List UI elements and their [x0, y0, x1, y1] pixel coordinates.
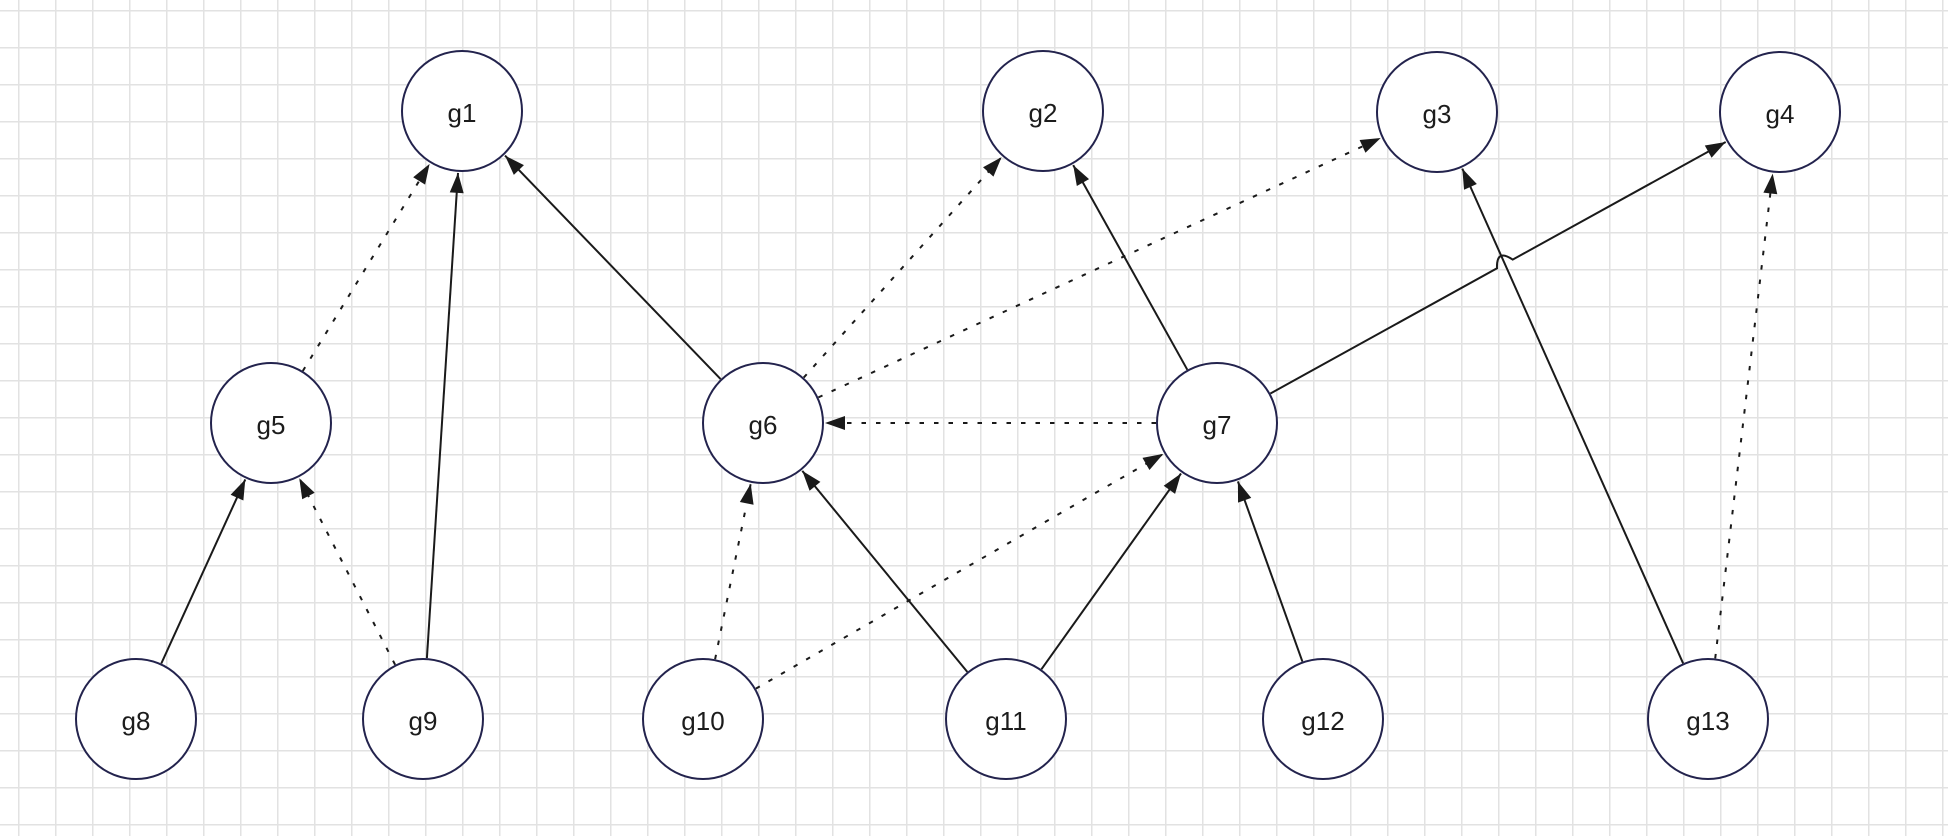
node-g1[interactable]: g1 [401, 50, 523, 172]
edge-g5-g1[interactable] [301, 163, 431, 372]
edges-layer [160, 137, 1778, 690]
node-g5-circle[interactable] [210, 362, 332, 484]
node-g10-label: g10 [681, 706, 724, 736]
node-g2-circle[interactable] [982, 50, 1104, 172]
node-g1-label: g1 [448, 98, 477, 128]
node-g6-label: g6 [749, 410, 778, 440]
node-g6[interactable]: g6 [702, 362, 824, 484]
node-g3[interactable]: g3 [1376, 51, 1498, 173]
edge-g11-g7[interactable] [1040, 472, 1182, 670]
edge-g7-g2[interactable] [1072, 164, 1189, 371]
node-g13-circle[interactable] [1647, 658, 1769, 780]
node-g8-circle[interactable] [75, 658, 197, 780]
node-g13-label: g13 [1686, 706, 1729, 736]
node-g11[interactable]: g11 [945, 658, 1067, 780]
node-g3-label: g3 [1423, 99, 1452, 129]
node-g5[interactable]: g5 [210, 362, 332, 484]
edge-g10-g6[interactable] [714, 483, 754, 660]
node-g10[interactable]: g10 [642, 658, 764, 780]
edge-g6-g1[interactable] [504, 154, 722, 380]
edge-g13-g3[interactable] [1461, 168, 1685, 664]
edge-g10-g7[interactable] [755, 453, 1164, 690]
node-g11-label: g11 [985, 706, 1026, 736]
node-g9-circle[interactable] [362, 658, 484, 780]
node-g4-label: g4 [1766, 99, 1795, 129]
node-g13[interactable]: g13 [1647, 658, 1769, 780]
edge-g12-g7[interactable] [1236, 481, 1304, 662]
node-g9-label: g9 [409, 706, 438, 736]
node-g9[interactable]: g9 [362, 658, 484, 780]
node-g8-label: g8 [122, 706, 151, 736]
edge-g6-g3[interactable] [817, 137, 1382, 399]
edge-g9-g1[interactable] [425, 172, 464, 659]
node-g7-circle[interactable] [1156, 362, 1278, 484]
node-g4[interactable]: g4 [1719, 51, 1841, 173]
edge-g13-g4[interactable] [1714, 173, 1778, 659]
edge-g8-g5[interactable] [160, 478, 247, 664]
node-g6-circle[interactable] [702, 362, 824, 484]
node-g3-circle[interactable] [1376, 51, 1498, 173]
node-g8[interactable]: g8 [75, 658, 197, 780]
node-g1-circle[interactable] [401, 50, 523, 172]
node-g7[interactable]: g7 [1156, 362, 1278, 484]
node-g12-label: g12 [1301, 706, 1344, 736]
node-g10-circle[interactable] [642, 658, 764, 780]
edge-g11-g6[interactable] [801, 470, 969, 673]
edge-g6-g2[interactable] [802, 156, 1003, 379]
node-g4-circle[interactable] [1719, 51, 1841, 173]
node-g11-circle[interactable] [945, 658, 1067, 780]
edge-g9-g5[interactable] [298, 477, 396, 666]
node-g2[interactable]: g2 [982, 50, 1104, 172]
nodes-layer: g1 g2 g3 g4 g5 g6 g7 g8 g9 g10 g11 g12 g13 [75, 50, 1841, 780]
node-g12-circle[interactable] [1262, 658, 1384, 780]
edge-g7-g4[interactable] [1269, 141, 1727, 395]
node-g7-label: g7 [1203, 410, 1232, 440]
node-g2-label: g2 [1029, 98, 1058, 128]
node-g12[interactable]: g12 [1262, 658, 1384, 780]
node-g5-label: g5 [257, 410, 286, 440]
